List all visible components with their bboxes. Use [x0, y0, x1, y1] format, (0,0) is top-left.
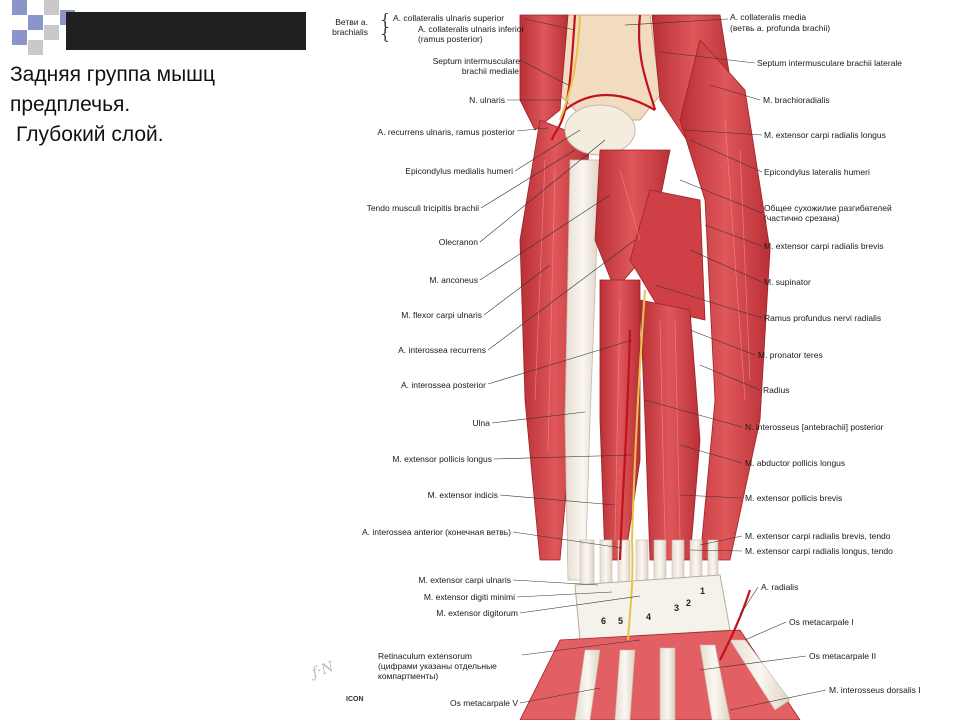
- label-a-coll-media: A. collateralis media: [730, 12, 807, 22]
- compartment-6: 6: [601, 616, 606, 626]
- label-m-abductor-pl: M. abductor pollicis longus: [745, 458, 846, 468]
- label-os-metacarpale-ii: Os metacarpale II: [809, 651, 877, 661]
- label-tendo-triceps: Tendo musculi tricipitis brachii: [366, 203, 479, 213]
- label-m-supinator: M. supinator: [764, 277, 811, 287]
- compartment-1: 1: [700, 586, 705, 596]
- title-line-3: Глубокий слой.: [16, 123, 164, 146]
- label-septum-med: Septum intermusculare: [432, 56, 520, 66]
- leader-lines-right: [624, 18, 827, 711]
- label-m-anconeus: M. anconeus: [429, 275, 478, 285]
- label-retinaculum: Retinaculum extensorum: [378, 651, 473, 661]
- label-coll-ulnaris-inf: A. collateralis ulnaris inferior: [418, 24, 525, 34]
- ulna-bone: [564, 159, 601, 581]
- compartment-4: 4: [646, 612, 651, 622]
- label-m-ext-pollicis-longus: M. extensor pollicis longus: [392, 454, 492, 464]
- label-coll-ulnaris-inf-2: (ramus posterior): [418, 34, 483, 44]
- label-a-interossea-posterior: A. interossea posterior: [400, 380, 486, 390]
- muscle-fibres: [534, 119, 751, 541]
- brace-glyph: {: [380, 10, 391, 29]
- deep-muscle-center-1: [599, 279, 641, 561]
- label-m-ext-carpi-ulnaris: M. extensor carpi ulnaris: [418, 575, 511, 585]
- label-epicondylus-lat: Epicondylus lateralis humeri: [764, 167, 870, 177]
- label-common-tendon: Общее сухожилие разгибателей: [764, 203, 892, 213]
- label-m-ecrb-tendo: M. extensor carpi radialis brevis, tendo: [745, 531, 891, 541]
- label-ramus-profundus: Ramus profundus nervi radialis: [764, 313, 882, 323]
- slide-title: Задняя группа мышц предплечья. Глубокий …: [10, 60, 310, 150]
- title-line-1: Задняя группа мышц: [10, 63, 216, 86]
- label-radius: Radius: [763, 385, 790, 395]
- label-n-ulnaris: N. ulnaris: [469, 95, 505, 105]
- label-a-coll-media-2: (ветвь a. profunda brachii): [730, 23, 831, 33]
- compartment-5: 5: [618, 616, 623, 626]
- arteries: [550, 14, 752, 661]
- label-a-radialis: A. radialis: [761, 582, 799, 592]
- label-m-interosseus-dorsalis: M. interosseus dorsalis I: [829, 685, 921, 695]
- leader-lines-left: [479, 18, 641, 704]
- compartment-3: 3: [674, 603, 679, 613]
- label-m-ext-indicis: M. extensor indicis: [427, 490, 498, 500]
- label-m-ext-pollicis-brevis: M. extensor pollicis brevis: [745, 493, 843, 503]
- label-m-ext-digiti-minimi: M. extensor digiti minimi: [423, 592, 515, 602]
- olecranon-bone: [564, 104, 636, 156]
- label-m-pronator-teres: M. pronator teres: [758, 350, 823, 360]
- label-retinaculum-2: (цифрами указаны отдельные: [378, 661, 497, 671]
- group-label-brachialis: Ветви a. brachialis: [332, 17, 368, 37]
- label-m-brachioradialis: M. brachioradialis: [763, 95, 830, 105]
- label-olecranon: Olecranon: [438, 237, 478, 247]
- deep-muscle-center-2: [639, 299, 701, 561]
- extensor-retinaculum: [574, 574, 731, 641]
- label-septum-lat: Septum intermusculare brachii laterale: [757, 58, 903, 68]
- label-os-metacarpale-i: Os metacarpale I: [789, 617, 854, 627]
- label-m-flexor-carpi-ulnaris: M. flexor carpi ulnaris: [401, 310, 482, 320]
- label-m-ecrb: M. extensor carpi radialis brevis: [764, 241, 884, 251]
- label-common-tendon-2: (частично срезана): [764, 213, 840, 223]
- label-epicondylus-med: Epicondylus medialis humeri: [405, 166, 513, 176]
- brace-glyph-2: {: [380, 24, 391, 43]
- slide-decoration: [12, 0, 306, 55]
- publisher-mark: ICON: [346, 696, 364, 703]
- label-coll-ulnaris-sup: A. collateralis ulnaris superior: [393, 13, 505, 23]
- metacarpals: [574, 639, 791, 720]
- label-os-metacarpale-v: Os metacarpale V: [449, 698, 518, 708]
- title-line-2: предплечья.: [10, 93, 131, 116]
- label-a-interossea-recurrens: A. interossea recurrens: [398, 345, 486, 355]
- label-a-interossea-anterior: A. interossea anterior (конечная ветвь): [361, 527, 511, 537]
- compartment-numbers: 6 5 4 3 2 1: [601, 586, 705, 626]
- label-m-ecrl-tendo: M. extensor carpi radialis longus, tendo: [745, 546, 893, 556]
- label-m-ext-digitorum: M. extensor digitorum: [436, 608, 518, 618]
- label-septum-med-2: brachii mediale: [461, 66, 519, 76]
- anconeus-muscle: [594, 149, 671, 291]
- label-m-ecrl: M. extensor carpi radialis longus: [764, 130, 886, 140]
- label-ulna: Ulna: [472, 418, 490, 428]
- label-retinaculum-3: компартменты): [378, 671, 439, 681]
- nerves: [559, 14, 646, 641]
- label-n-interosseus: N. interosseus [antebrachii] posterior: [745, 422, 884, 432]
- compartment-2: 2: [686, 598, 691, 608]
- label-a-recurrens-ulnaris: A. recurrens ulnaris, ramus posterior: [377, 127, 515, 137]
